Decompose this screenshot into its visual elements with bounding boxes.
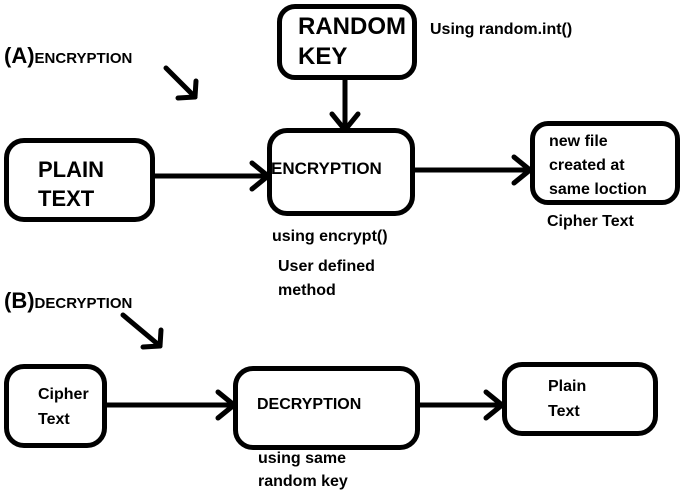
random-key-line2: KEY [298, 43, 348, 70]
plain-text-line1: PLAIN [38, 157, 104, 182]
random-key-line1: RANDOM [298, 13, 406, 40]
cipher-text-line1: Cipher [38, 386, 89, 403]
cipher-text-line2: Text [38, 411, 70, 428]
random-key-note: Using random.int() [430, 21, 573, 38]
encryption-note3: method [278, 282, 336, 299]
pointer-arrowhead-b [140, 327, 164, 350]
plain-text-out-line2: Text [548, 403, 580, 420]
decryption-note1: using same [258, 450, 347, 467]
section-b-heading: (B)DECRYPTION [4, 288, 133, 313]
new-file-line1: new file [549, 133, 608, 150]
new-file-line2: created at [549, 157, 625, 174]
random-key-box [277, 4, 417, 80]
decryption-box [233, 366, 420, 450]
encryption-box [267, 128, 415, 216]
cipher-text-box [4, 364, 107, 448]
plain-text-line2: TEXT [38, 186, 95, 211]
section-b-title: DECRYPTION [34, 295, 133, 312]
decryption-note2: random key [258, 473, 348, 490]
decryption-label: DECRYPTION [257, 396, 362, 413]
cipher-text-caption: Cipher Text [547, 213, 634, 230]
section-b-letter: (B) [4, 288, 35, 313]
pointer-arrow-b [120, 312, 163, 349]
new-file-box [530, 121, 680, 205]
section-a-letter: (A) [4, 43, 35, 68]
pointer-arrowhead-a [175, 78, 199, 101]
section-a-title: ENCRYPTION [34, 50, 133, 67]
new-file-line3: same loction [549, 181, 647, 198]
encryption-label: ENCRYPTION [271, 159, 382, 178]
plain-text-out-line1: Plain [548, 378, 587, 395]
encryption-note2: User defined [278, 258, 375, 275]
section-a-heading: (A)ENCRYPTION [4, 43, 133, 68]
plain-text-box [4, 138, 155, 222]
pointer-arrow-a [163, 65, 198, 100]
encryption-note1: using encrypt() [272, 228, 388, 245]
plain-text-out-box [502, 362, 658, 436]
